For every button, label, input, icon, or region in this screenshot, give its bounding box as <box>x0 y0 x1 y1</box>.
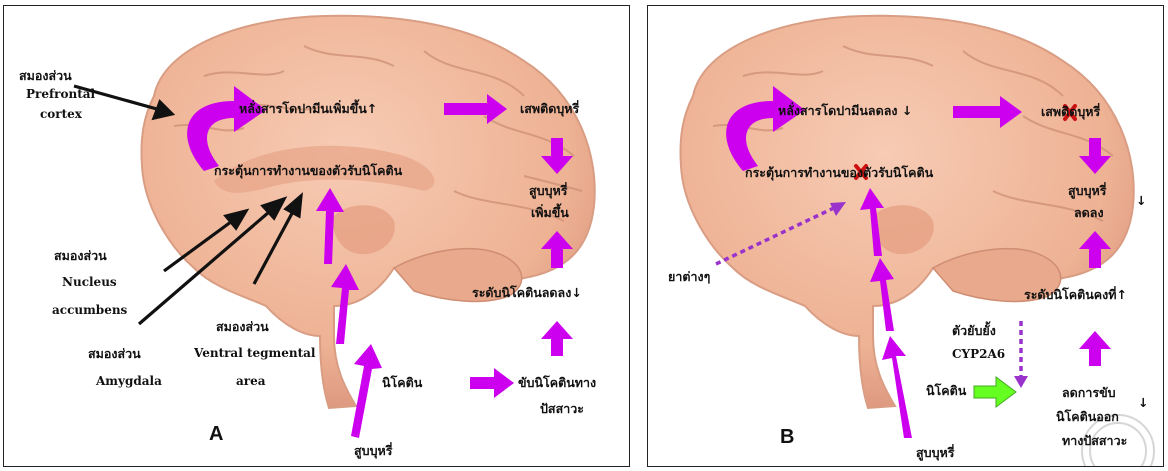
prefrontal-label: สมองส่วน <box>19 69 72 83</box>
dotted-arrowhead-2 <box>1014 376 1028 388</box>
reduce-excretion-line-2: นิโคตินออก <box>1056 410 1119 424</box>
up-arrow-icon: ↑ <box>1116 287 1126 302</box>
amygdala-label: สมองส่วน <box>88 347 141 361</box>
smoke-less-line-2: ลดลง <box>1074 206 1104 220</box>
down-arrow-icon: ↓ <box>1138 396 1148 410</box>
amygdala-name: Amygdala <box>96 375 162 388</box>
vta-name-2: area <box>236 375 266 388</box>
excretion-line-1: ขับนิโคตินทาง <box>518 376 596 390</box>
prefrontal-name-2: cortex <box>40 108 82 121</box>
smoke-more-line-1: สูบบุหรี่ <box>529 184 567 198</box>
level-down-text: ระดับนิโคตินลดลง↓ <box>472 286 582 300</box>
drugs-text: ยาต่างๆ <box>668 270 710 284</box>
down-arrow-icon: ↓ <box>571 285 581 300</box>
nicotine-text: นิโคติน <box>382 376 422 390</box>
smoke-less-line-1: สูบบุหรี่ <box>1068 184 1106 198</box>
level-stable-text: ระดับนิโคตินคงที่↑ <box>1024 288 1127 302</box>
excretion-line-2: ปัสสาวะ <box>540 402 584 416</box>
nicotine-text: นิโคติน <box>926 384 966 398</box>
down-arrow-icon: ↓ <box>902 103 912 118</box>
green-arrow <box>974 377 1016 407</box>
panel-a: สมองส่วน Prefrontal cortex หลั่งสารโดปาม… <box>3 5 630 467</box>
panel-a-graphics <box>4 6 630 467</box>
dopamine-up-text: หลั่งสารโดปามีนเพิ่มขึ้น↑ <box>239 102 377 116</box>
inhibitor-line-2: CYP2A6 <box>952 348 1005 361</box>
reduce-excretion-line-1: ลดการขับ <box>1062 386 1116 400</box>
nucleus-name: Nucleus <box>62 276 117 289</box>
nicotine-receptor-text: กระตุ้นการทำงานของตัวรับนิโคติน <box>745 166 933 180</box>
brain-illustration <box>681 16 1134 408</box>
inhibitor-line-1: ตัวยับยั้ง <box>952 324 996 338</box>
nicotine-receptor-text: กระตุ้นการทำงานของตัวรับนิโคติน <box>214 164 402 178</box>
vta-label: สมองส่วน <box>216 320 269 334</box>
craving-text: เสพติดบุหรี่ <box>520 102 579 116</box>
reduce-excretion-line-3: ทางปัสสาวะ <box>1062 434 1127 448</box>
up-arrow-icon: ↑ <box>367 101 377 116</box>
panel-letter-a: A <box>209 423 223 446</box>
smoking-text: สูบบุหรี่ <box>354 444 392 458</box>
vta-name: Ventral tegmental <box>194 347 315 360</box>
smoking-text: สูบบุหรี่ <box>916 446 954 460</box>
down-arrow-icon: ↓ <box>1136 194 1146 208</box>
nucleus-name-2: accumbens <box>52 304 127 317</box>
prefrontal-name: Prefrontal <box>26 88 95 101</box>
craving-text: เสพติดบุหรี่ <box>1041 105 1100 119</box>
dopamine-down-text: หลั่งสารโดปามีนลดลง ↓ <box>778 104 912 118</box>
panel-b: หลั่งสารโดปามีนลดลง ↓ กระตุ้นการทำงานของ… <box>647 5 1164 467</box>
panel-letter-b: B <box>780 426 794 449</box>
nucleus-label: สมองส่วน <box>54 249 107 263</box>
smoke-more-line-2: เพิ่มขึ้น <box>531 206 569 220</box>
